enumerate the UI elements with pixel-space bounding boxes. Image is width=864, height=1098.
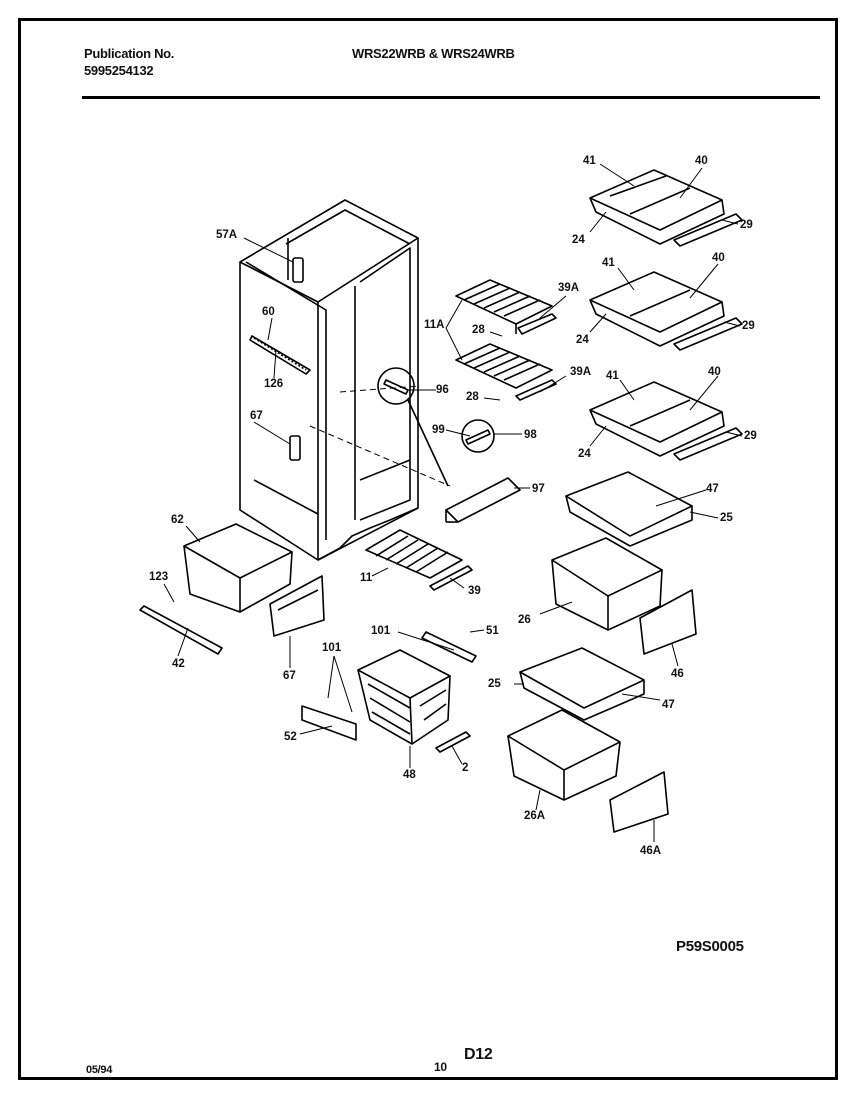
part-label-40-middle: 40 [712,252,725,264]
part-label-11A: 11A [424,319,445,331]
fresh-food-shelves [507,169,743,833]
part-label-99: 99 [432,424,445,436]
part-label-41-middle: 41 [602,257,615,269]
part-label-96: 96 [436,384,449,396]
part-label-101-lower: 101 [322,642,342,654]
header-rule [82,96,820,99]
cabinet-drawing [239,199,451,561]
part-label-46A: 46A [640,845,662,857]
part-label-41-top: 41 [583,155,596,167]
page-frame [18,18,838,1080]
part-label-47-lower: 47 [662,699,675,711]
part-label-51: 51 [486,625,499,637]
part-label-48: 48 [403,769,416,781]
part-label-39: 39 [468,585,481,597]
part-label-24-middle: 24 [576,334,589,346]
part-label-40-top: 40 [695,155,708,167]
part-label-25-lower: 25 [488,678,501,690]
freezer-wire-shelves [365,279,557,591]
part-label-29-lower: 29 [744,430,757,442]
part-label-42: 42 [172,658,185,670]
part-label-101-upper: 101 [371,625,391,637]
part-label-97: 97 [532,483,545,495]
part-label-26A: 26A [524,810,546,822]
part-label-52: 52 [284,731,297,743]
part-label-62: 62 [171,514,184,526]
part-label-2: 2 [462,762,469,774]
part-label-47-upper: 47 [706,483,719,495]
part-label-24-top: 24 [572,234,585,246]
part-label-98: 98 [524,429,537,441]
part-label-67-lower: 67 [283,670,296,682]
part-label-39A-upper: 39A [558,282,580,294]
part-label-40-lower: 40 [708,366,721,378]
auger-assembly [377,367,521,523]
part-label-11: 11 [360,572,373,584]
part-label-39A-lower: 39A [570,366,592,378]
part-label-126: 126 [264,378,284,390]
part-label-29-top: 29 [740,219,753,231]
page-number: 10 [434,1060,447,1074]
part-label-67-upper: 67 [250,410,263,422]
part-label-41-lower: 41 [606,370,619,382]
model-title: WRS22WRB & WRS24WRB [352,46,515,61]
part-label-57A: 57A [216,229,238,241]
publication-number: 5995254132 [84,63,154,78]
diagram-code: P59S0005 [676,938,744,955]
part-label-29-middle: 29 [742,320,755,332]
part-label-25-upper: 25 [720,512,733,524]
freezer-bins [139,523,477,753]
date-label: 05/94 [86,1064,113,1076]
publication-label: Publication No. [84,46,175,61]
part-label-28-lower: 28 [466,391,479,403]
part-label-28-upper: 28 [472,324,485,336]
part-label-26: 26 [518,614,531,626]
part-label-24-lower: 24 [578,448,591,460]
part-label-46: 46 [671,668,684,680]
part-label-60: 60 [262,306,275,318]
part-label-123: 123 [149,571,169,583]
section-code: D12 [464,1046,493,1063]
leader-lines [163,163,743,842]
